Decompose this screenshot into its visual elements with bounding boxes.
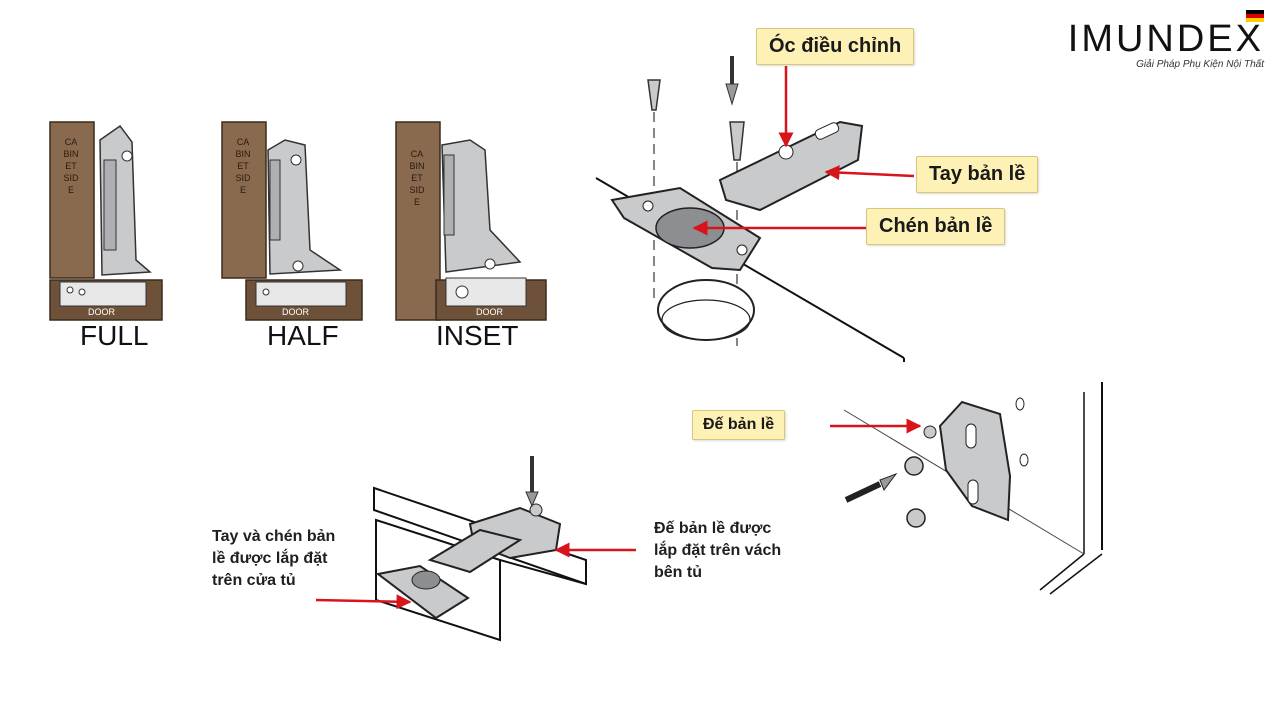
callout-hinge-base: Đế bản lề (692, 410, 786, 440)
callout-adjust-screw: Óc điều chỉnh (756, 28, 915, 65)
brand-logo: IMUNDEX Giải Pháp Phụ Kiện Nội Thất (1068, 20, 1264, 70)
mounting-plate-illustration (843, 382, 1103, 595)
hinge-type-full: FULL (80, 320, 149, 351)
hinge-type-inset: INSET (436, 320, 519, 351)
cabinet-side-label-inset: CABINET SIDE (409, 149, 425, 207)
hinge-type-half: HALF (267, 320, 339, 351)
note-right-line-3: bên tủ (654, 564, 702, 581)
door-label-full: DOOR (88, 307, 115, 317)
brand-name: IMUNDEX (1067, 18, 1264, 60)
door-label-half: DOOR (282, 307, 309, 317)
cabinet-side-label-half: CABINET SIDE (235, 137, 251, 195)
note-arm-cup-installed: Tay và chén bản lề được lắp đặt trên cửa… (212, 526, 335, 592)
door-label-inset: DOOR (476, 307, 503, 317)
exploded-hinge-illustration (595, 56, 905, 362)
note-base-installed: Đế bản lề được lắp đặt trên vách bên tủ (654, 518, 781, 584)
cabinet-side-label-full: CABINET SIDE (63, 137, 79, 195)
note-left-line-3: trên cửa tủ (212, 572, 296, 589)
note-left-line-1: Tay và chén bản (212, 528, 336, 545)
germany-flag-icon (1246, 10, 1264, 22)
full-overlay-illustration (49, 121, 163, 321)
brand-tagline: Giải Pháp Phụ Kiện Nội Thất (1136, 59, 1264, 70)
note-left-line-2: lề được lắp đặt (212, 550, 328, 567)
inset-illustration (395, 121, 547, 321)
callout-hinge-cup: Chén bản lề (866, 208, 1006, 245)
callout-hinge-arm: Tay bản lề (916, 156, 1039, 193)
installed-hinge-illustration (373, 456, 587, 642)
note-right-line-2: lắp đặt trên vách (654, 542, 782, 559)
note-right-line-1: Đế bản lề được (654, 520, 772, 537)
half-overlay-illustration (221, 121, 363, 321)
